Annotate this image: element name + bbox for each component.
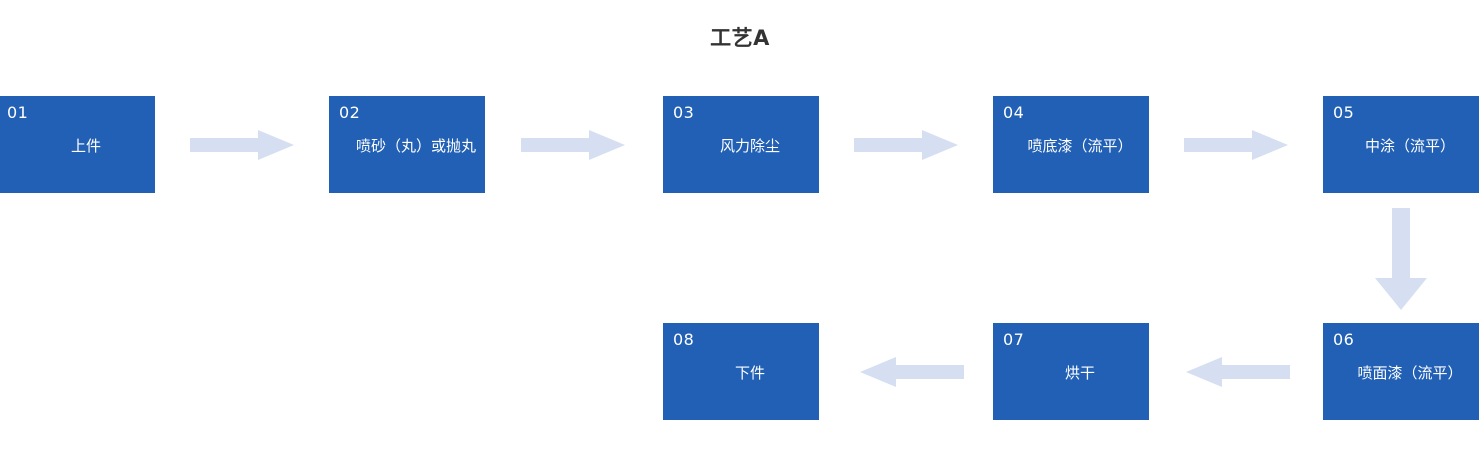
step-box-01[interactable]: 01 上件: [0, 96, 155, 193]
step-box-08[interactable]: 08 下件: [663, 323, 819, 420]
step-number-08: 08: [673, 330, 695, 349]
page-title: 工艺A: [710, 26, 770, 50]
step-box-07[interactable]: 07 烘干: [993, 323, 1149, 420]
step-label-06: 喷面漆（流平）: [1357, 363, 1463, 382]
arrow-05-to-06: [1375, 208, 1427, 310]
step-box-05[interactable]: 05 中涂（流平）: [1323, 96, 1479, 193]
step-label-08: 下件: [734, 363, 765, 382]
step-number-04: 04: [1003, 103, 1025, 122]
step-number-05: 05: [1333, 103, 1355, 122]
arrow-04-to-05: [1184, 130, 1288, 160]
arrow-01-to-02: [190, 130, 294, 160]
step-label-03: 风力除尘: [719, 136, 780, 155]
step-number-01: 01: [7, 103, 29, 122]
step-number-03: 03: [673, 103, 695, 122]
arrow-06-to-07: [1186, 357, 1290, 387]
step-box-06[interactable]: 06 喷面漆（流平）: [1323, 323, 1479, 420]
arrow-03-to-04: [854, 130, 958, 160]
step-label-04: 喷底漆（流平）: [1027, 136, 1133, 155]
step-number-02: 02: [339, 103, 361, 122]
step-number-07: 07: [1003, 330, 1025, 349]
step-label-01: 上件: [70, 136, 101, 155]
step-label-05: 中涂（流平）: [1364, 136, 1455, 155]
arrow-07-to-08: [860, 357, 964, 387]
step-label-02: 喷砂（丸）或抛丸: [355, 136, 476, 155]
step-label-07: 烘干: [1064, 363, 1095, 382]
arrow-02-to-03: [521, 130, 625, 160]
step-number-06: 06: [1333, 330, 1355, 349]
step-box-03[interactable]: 03 风力除尘: [663, 96, 819, 193]
step-box-04[interactable]: 04 喷底漆（流平）: [993, 96, 1149, 193]
step-box-02[interactable]: 02 喷砂（丸）或抛丸: [329, 96, 485, 193]
